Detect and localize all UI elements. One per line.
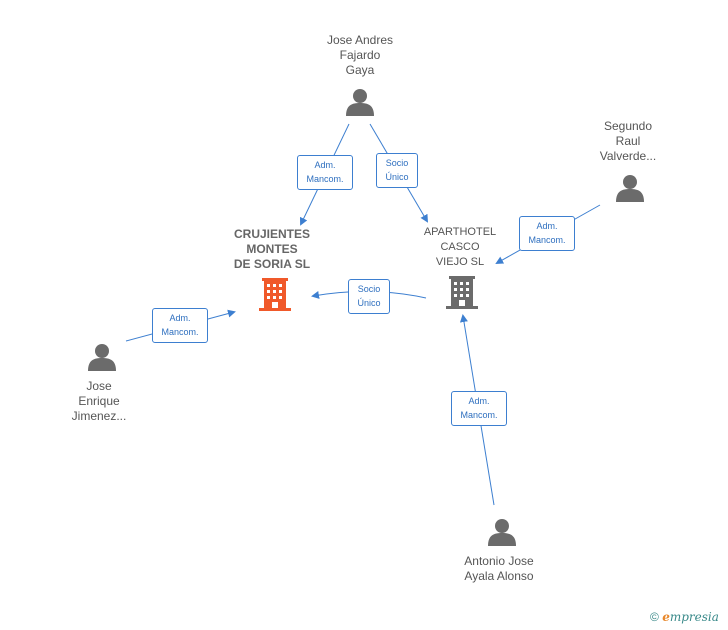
edge-label-segundo-aparthotel[interactable]: Adm. Mancom. (519, 216, 575, 251)
person-icon-segundo[interactable] (616, 175, 644, 202)
person-icon-antonio[interactable] (488, 519, 516, 546)
company-label-aparthotel[interactable]: APARTHOTEL CASCO VIEJO SL (423, 226, 497, 268)
edge-label-andres-aparthotel[interactable]: Socio Único (376, 153, 418, 188)
footer-copyright: © empresia (650, 610, 719, 624)
person-label-segundo[interactable]: Segundo Raul Valverde... (599, 119, 657, 163)
person-label-antonio[interactable]: Antonio Jose Ayala Alonso (464, 554, 534, 583)
edge-label-andres-crujientes[interactable]: Adm. Mancom. (297, 155, 353, 190)
edge-label-enrique-crujientes[interactable]: Adm. Mancom. (152, 308, 208, 343)
edge-label-aparthotel-crujientes[interactable]: Socio Único (348, 279, 390, 314)
company-label-crujientes[interactable]: CRUJIENTES MONTES DE SORIA SL (233, 227, 311, 271)
person-label-jose-enrique[interactable]: Jose Enrique Jimenez... (71, 379, 127, 423)
building-icon-crujientes[interactable] (259, 278, 291, 311)
edge-label-antonio-aparthotel[interactable]: Adm. Mancom. (451, 391, 507, 426)
empresia-logo[interactable]: empresia (662, 610, 719, 624)
person-icon-jose-andres[interactable] (346, 89, 374, 116)
person-label-jose-andres[interactable]: Jose Andres Fajardo Gaya (326, 33, 394, 77)
building-icon-aparthotel[interactable] (446, 276, 478, 309)
person-icon-jose-enrique[interactable] (88, 344, 116, 371)
copyright-symbol: © (650, 610, 659, 624)
